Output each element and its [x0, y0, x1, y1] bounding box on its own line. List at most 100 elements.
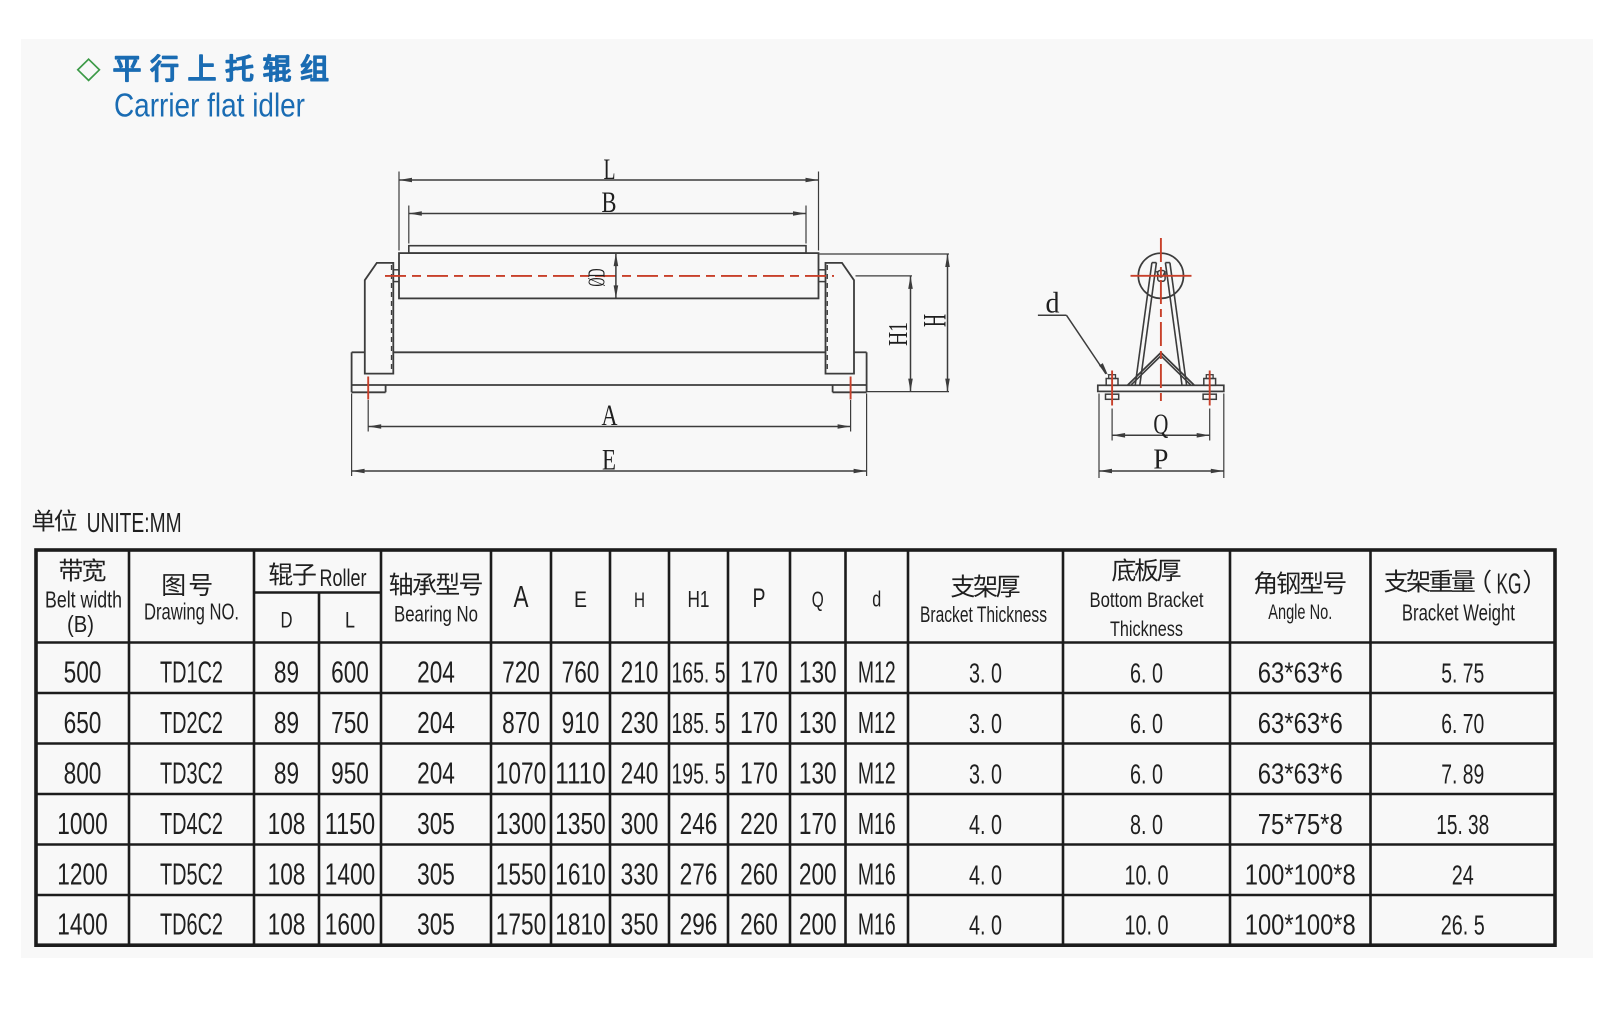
- svg-text:204: 204: [417, 705, 455, 740]
- svg-text:130: 130: [799, 756, 837, 791]
- svg-text:10. 0: 10. 0: [1125, 910, 1169, 941]
- svg-text:950: 950: [331, 756, 369, 791]
- svg-text:6. 0: 6. 0: [1130, 708, 1163, 739]
- svg-text:750: 750: [331, 705, 369, 740]
- svg-text:1610: 1610: [555, 857, 605, 892]
- svg-text:63*63*6: 63*63*6: [1258, 708, 1343, 740]
- svg-text:24: 24: [1452, 860, 1474, 891]
- svg-text:1400: 1400: [325, 857, 375, 892]
- svg-text:d: d: [872, 587, 881, 612]
- svg-text:1150: 1150: [325, 806, 375, 841]
- svg-text:M16: M16: [858, 857, 896, 892]
- svg-text:1350: 1350: [555, 806, 605, 841]
- svg-text:15. 38: 15. 38: [1436, 809, 1489, 840]
- svg-text:500: 500: [64, 655, 102, 690]
- svg-text:L: L: [604, 153, 616, 186]
- svg-text:760: 760: [562, 655, 600, 690]
- svg-text:108: 108: [268, 907, 306, 942]
- svg-text:3. 0: 3. 0: [969, 658, 1002, 689]
- svg-text:d: d: [1046, 287, 1060, 320]
- svg-text:170: 170: [799, 806, 837, 841]
- svg-text:240: 240: [621, 756, 659, 791]
- svg-text:296: 296: [680, 907, 718, 942]
- svg-text:5. 75: 5. 75: [1441, 658, 1484, 689]
- svg-text:KG: KG: [1497, 569, 1522, 601]
- svg-text:230: 230: [621, 705, 659, 740]
- svg-text:1600: 1600: [325, 907, 375, 942]
- svg-text:75*75*8: 75*75*8: [1258, 809, 1343, 841]
- svg-text:195. 5: 195. 5: [672, 759, 726, 791]
- svg-text:100*100*8: 100*100*8: [1245, 860, 1356, 892]
- svg-text:D: D: [281, 608, 293, 633]
- svg-text:M12: M12: [858, 655, 896, 690]
- svg-text:1810: 1810: [555, 907, 605, 942]
- svg-text:4. 0: 4. 0: [969, 860, 1002, 891]
- svg-text:165. 5: 165. 5: [672, 658, 726, 690]
- svg-text:1400: 1400: [57, 907, 107, 942]
- svg-text:Bracket Weight: Bracket Weight: [1402, 600, 1515, 626]
- svg-text:E: E: [602, 444, 616, 477]
- svg-text:170: 170: [740, 655, 778, 690]
- svg-text:170: 170: [740, 756, 778, 791]
- svg-text:M16: M16: [858, 806, 896, 841]
- svg-text:1110: 1110: [555, 756, 605, 791]
- svg-text:6. 70: 6. 70: [1441, 708, 1484, 739]
- svg-text:910: 910: [562, 705, 600, 740]
- svg-text:260: 260: [740, 907, 778, 942]
- svg-text:204: 204: [417, 756, 455, 791]
- svg-text:1750: 1750: [496, 907, 546, 942]
- svg-text:H1: H1: [883, 322, 913, 346]
- svg-text:305: 305: [417, 907, 455, 942]
- svg-text:3. 0: 3. 0: [969, 759, 1002, 790]
- svg-text:4. 0: 4. 0: [969, 809, 1002, 840]
- svg-text:Q: Q: [1153, 410, 1168, 441]
- svg-text:Carrier flat idler: Carrier flat idler: [114, 87, 305, 124]
- svg-text:M16: M16: [858, 907, 896, 942]
- svg-text:89: 89: [274, 756, 299, 791]
- svg-text:Belt width: Belt width: [45, 587, 122, 613]
- svg-text:130: 130: [799, 705, 837, 740]
- svg-text:Thickness: Thickness: [1110, 618, 1183, 641]
- svg-text:4. 0: 4. 0: [969, 910, 1002, 941]
- svg-text:1200: 1200: [57, 857, 107, 892]
- svg-text:305: 305: [417, 857, 455, 892]
- svg-text:B: B: [602, 186, 617, 219]
- svg-text:Bracket Thickness: Bracket Thickness: [920, 602, 1047, 627]
- svg-text:TD1C2: TD1C2: [160, 655, 223, 690]
- svg-text:89: 89: [274, 655, 299, 690]
- svg-text:720: 720: [502, 655, 540, 690]
- svg-text:(B): (B): [67, 611, 94, 637]
- svg-text:204: 204: [417, 655, 455, 690]
- svg-text:63*63*6: 63*63*6: [1258, 759, 1343, 791]
- svg-text:305: 305: [417, 806, 455, 841]
- svg-text:Roller: Roller: [320, 565, 367, 592]
- svg-text:M12: M12: [858, 756, 896, 791]
- svg-text:TD2C2: TD2C2: [160, 705, 223, 740]
- svg-text:A: A: [602, 399, 618, 432]
- svg-text:300: 300: [621, 806, 659, 841]
- svg-text:TD3C2: TD3C2: [160, 756, 223, 791]
- svg-text:H1: H1: [688, 586, 710, 612]
- svg-text:E: E: [574, 587, 587, 612]
- svg-text:TD6C2: TD6C2: [160, 907, 223, 942]
- svg-text:108: 108: [268, 806, 306, 841]
- svg-text:H: H: [634, 589, 645, 612]
- svg-text:10. 0: 10. 0: [1125, 860, 1169, 891]
- svg-text:1300: 1300: [496, 806, 546, 841]
- svg-text:Angle No.: Angle No.: [1268, 601, 1332, 624]
- svg-text:UNITE:MM: UNITE:MM: [87, 507, 182, 538]
- svg-text:350: 350: [621, 907, 659, 942]
- svg-text:200: 200: [799, 907, 837, 942]
- svg-text:870: 870: [502, 705, 540, 740]
- svg-text:210: 210: [621, 655, 659, 690]
- svg-text:A: A: [514, 579, 529, 614]
- svg-text:7. 89: 7. 89: [1441, 759, 1484, 790]
- svg-text:Q: Q: [812, 587, 824, 612]
- svg-text:3. 0: 3. 0: [969, 708, 1002, 739]
- svg-text:63*63*6: 63*63*6: [1258, 658, 1343, 690]
- svg-text:650: 650: [64, 705, 102, 740]
- svg-text:ØD: ØD: [585, 269, 611, 287]
- svg-text:800: 800: [64, 756, 102, 791]
- svg-text:1070: 1070: [496, 756, 546, 791]
- svg-text:100*100*8: 100*100*8: [1245, 910, 1356, 942]
